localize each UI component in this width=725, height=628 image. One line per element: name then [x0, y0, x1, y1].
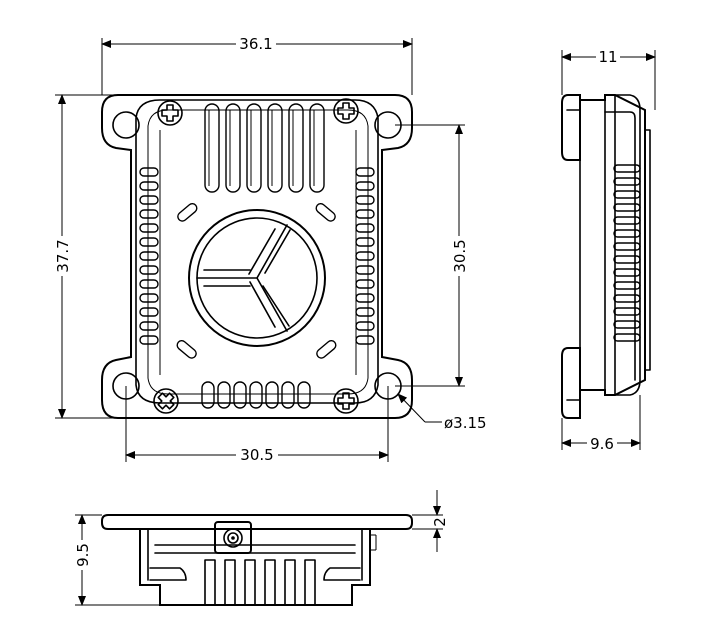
dim-label-hole-horizontal: 30.5: [240, 446, 273, 464]
screw-icon: [153, 388, 179, 414]
left-fin-slots: [139, 167, 159, 345]
dim-overall-height: 37.7: [54, 94, 118, 419]
screw-icon: [333, 98, 359, 124]
right-fin-slots: [355, 167, 375, 345]
dim-hole-horizontal: 30.5: [125, 386, 389, 464]
dim-top-width: 36.1: [101, 35, 413, 95]
bottom-vent-slots: [201, 381, 311, 409]
dim-hole-vertical: 30.5: [395, 124, 469, 387]
dim-label-side-depth-top: 11: [598, 48, 617, 66]
dim-hole-diameter: ø3.15: [397, 393, 487, 432]
dim-label-overall-height: 37.7: [54, 239, 72, 272]
front-view-flange: [101, 514, 413, 530]
mount-hole-top-left: [112, 111, 140, 139]
dim-label-side-depth-bottom: 9.6: [590, 435, 614, 453]
side-view: 11 9.6: [561, 48, 656, 453]
front-fins: [204, 559, 316, 606]
top-view-housing: [135, 99, 379, 404]
dim-label-hole-diameter: ø3.15: [444, 414, 487, 432]
antenna-connector-icon: [214, 521, 252, 554]
top-view-housing-inner: [147, 109, 369, 395]
diagonal-vents: [176, 203, 337, 359]
side-view-flange: [561, 94, 581, 161]
dim-front-height: 9.5: [74, 514, 160, 606]
side-fin-slots: [613, 164, 641, 342]
dim-label-front-height: 9.5: [74, 543, 92, 567]
screw-icon: [157, 100, 183, 126]
top-vent-slots: [204, 103, 325, 193]
front-view-body: [139, 529, 371, 606]
side-view-body: [580, 94, 646, 396]
dim-flange-thickness: 2: [412, 490, 449, 552]
top-view: 36.1 37.7 30.5 30.5: [54, 35, 487, 464]
dim-label-top-width: 36.1: [239, 35, 272, 53]
dim-label-flange-thickness: 2: [431, 517, 449, 527]
dim-side-depth-top: 11: [561, 48, 656, 110]
fan-icon: [188, 209, 326, 347]
front-view: 9.5 2: [74, 490, 449, 606]
top-view-outline: [101, 94, 413, 419]
dim-side-depth-bottom: 9.6: [561, 395, 641, 453]
screw-icon: [333, 388, 359, 414]
dim-label-hole-vertical: 30.5: [451, 239, 469, 272]
